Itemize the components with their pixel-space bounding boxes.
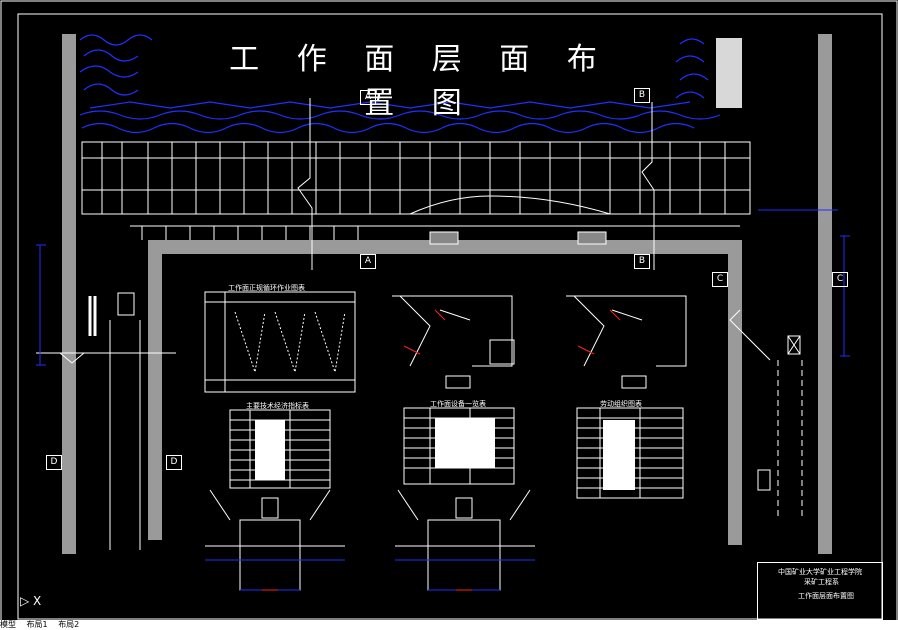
tab-layout-1[interactable]: 布局1 [26,620,48,629]
section-marker-b-top: B [634,88,650,103]
dimension-lines [36,209,850,366]
right-inner-roadway [728,240,742,545]
section-marker-d-left: D [46,455,62,470]
table-mid-fill [435,418,495,468]
title-block-school: 中国矿业大学矿业工程学院 [778,568,862,576]
section-marker-a-top: A [360,90,376,105]
tab-model[interactable]: 模型 [0,620,16,629]
ucs-icon: ▷ X [20,594,42,608]
table-left-title: 主要技术经济指标表 [246,402,309,410]
section-accents [403,309,621,355]
inner-frame [17,13,883,620]
roadway-section-left [205,489,345,591]
sandstone-column [716,38,742,108]
drawing-title: 工 作 面 层 面 布 置 图 [229,42,611,121]
title-block: 中国矿业大学矿业工程学院 采矿工程系 工作面层面布置图 [757,562,883,620]
face-section-left [392,295,515,389]
section-lines [36,98,771,364]
left-roadway [62,34,76,554]
section-marker-d-right: D [166,455,182,470]
roadway-section-right [395,489,535,591]
section-marker-a-bottom: A [360,254,376,269]
face-section-right [566,295,687,389]
support-array [81,141,751,240]
rock-strata [79,34,721,134]
shearer-blocks [429,231,607,245]
section-marker-c-right: C [832,272,848,287]
right-roadway [818,34,832,554]
layout-tab-bar: 模型 布局1 布局2 [0,620,898,630]
table-right-fill [603,420,635,490]
table-mid-title: 工作面设备一览表 [430,400,486,408]
title-block-department: 采矿工程系 [804,578,839,586]
roadway-section-accents [205,559,535,591]
left-inner-roadway [148,240,162,540]
section-marker-c-left: C [712,272,728,287]
cycle-chart [204,291,356,393]
table-right-title: 劳动组织图表 [600,400,642,408]
roadway-details [88,292,803,550]
section-marker-b-bottom: B [634,254,650,269]
tab-layout-2[interactable]: 布局2 [58,620,80,629]
cycle-chart-title: 工作面正规循环作业图表 [228,284,305,292]
table-left-fill [255,420,285,480]
title-block-drawing-name: 工作面层面布置图 [798,592,854,600]
